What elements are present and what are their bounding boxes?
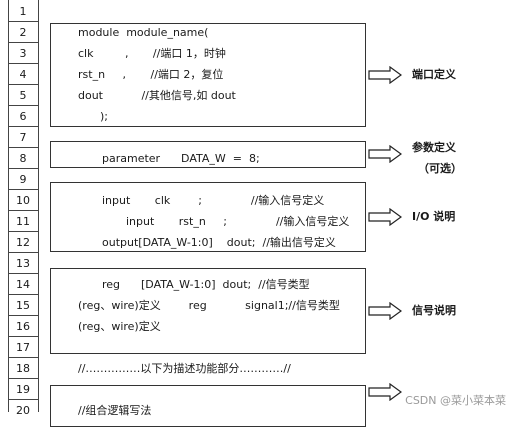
line-number: 19 bbox=[16, 383, 30, 396]
gutter-divider bbox=[8, 231, 38, 232]
line-number: 4 bbox=[19, 68, 27, 81]
gutter-divider bbox=[8, 126, 38, 127]
io-description-label: I/O 说明 bbox=[412, 210, 456, 223]
gutter-divider bbox=[8, 210, 38, 211]
line-number: 14 bbox=[16, 278, 30, 291]
gutter-divider bbox=[8, 294, 38, 295]
arrow-right-icon bbox=[368, 145, 402, 163]
code-line: clk , //端口 1，时钟 bbox=[78, 47, 226, 60]
code-line: reg [DATA_W-1:0] dout; //信号类型 bbox=[102, 278, 310, 291]
code-line: output[DATA_W-1:0] dout; //输出信号定义 bbox=[102, 236, 336, 249]
port-definition-label: 端口定义 bbox=[412, 68, 456, 81]
gutter-divider bbox=[8, 21, 38, 22]
port-block bbox=[50, 23, 366, 127]
code-line: //……………以下为描述功能部分…………// bbox=[78, 362, 291, 375]
gutter-divider bbox=[8, 252, 38, 253]
line-number-gutter bbox=[8, 0, 39, 412]
line-number: 18 bbox=[16, 362, 30, 375]
line-number: 1 bbox=[19, 5, 27, 18]
code-line: rst_n , //端口 2，复位 bbox=[78, 68, 224, 81]
line-number: 20 bbox=[16, 404, 30, 417]
line-number: 8 bbox=[19, 152, 27, 165]
code-line: input rst_n ; //输入信号定义 bbox=[126, 215, 350, 228]
gutter-divider bbox=[8, 336, 38, 337]
gutter-divider bbox=[8, 273, 38, 274]
code-line: (reg、wire)定义 reg signal1;//信号类型 bbox=[78, 299, 340, 312]
gutter-divider bbox=[8, 84, 38, 85]
line-number: 10 bbox=[16, 194, 30, 207]
gutter-divider bbox=[8, 399, 38, 400]
arrow-right-icon bbox=[368, 302, 402, 320]
code-line: ); bbox=[100, 110, 108, 123]
line-number: 17 bbox=[16, 341, 30, 354]
parameter-optional-label: （可选） bbox=[418, 162, 462, 175]
arrow-right-icon bbox=[368, 66, 402, 84]
gutter-divider bbox=[8, 315, 38, 316]
code-line: input clk ; //输入信号定义 bbox=[102, 194, 325, 207]
code-line: module module_name( bbox=[78, 26, 209, 39]
line-number: 9 bbox=[19, 173, 27, 186]
line-number: 5 bbox=[19, 89, 27, 102]
code-line: //组合逻辑写法 bbox=[78, 404, 152, 417]
signal-description-label: 信号说明 bbox=[412, 304, 456, 317]
line-number: 13 bbox=[16, 257, 30, 270]
gutter-divider bbox=[8, 105, 38, 106]
code-line: dout //其他信号,如 dout bbox=[78, 89, 236, 102]
parameter-block bbox=[50, 141, 366, 168]
arrow-right-icon bbox=[368, 383, 402, 401]
gutter-divider bbox=[8, 357, 38, 358]
gutter-divider bbox=[8, 63, 38, 64]
code-frame bbox=[8, 0, 516, 412]
watermark: CSDN @菜小菜本菜 bbox=[405, 394, 506, 407]
line-number: 15 bbox=[16, 299, 30, 312]
gutter-divider bbox=[8, 378, 38, 379]
line-number: 16 bbox=[16, 320, 30, 333]
line-number: 12 bbox=[16, 236, 30, 249]
signal-block bbox=[50, 268, 366, 354]
gutter-divider bbox=[8, 168, 38, 169]
line-number: 6 bbox=[19, 110, 27, 123]
arrow-right-icon bbox=[368, 208, 402, 226]
gutter-divider bbox=[8, 42, 38, 43]
code-line: (reg、wire)定义 bbox=[78, 320, 161, 333]
gutter-divider bbox=[8, 147, 38, 148]
line-number: 2 bbox=[19, 26, 27, 39]
io-block bbox=[50, 182, 366, 252]
line-number: 7 bbox=[19, 131, 27, 144]
line-number: 3 bbox=[19, 47, 27, 60]
code-line: parameter DATA_W = 8; bbox=[102, 152, 260, 165]
line-number: 11 bbox=[16, 215, 30, 228]
gutter-divider bbox=[8, 189, 38, 190]
parameter-definition-label: 参数定义 bbox=[412, 141, 456, 154]
